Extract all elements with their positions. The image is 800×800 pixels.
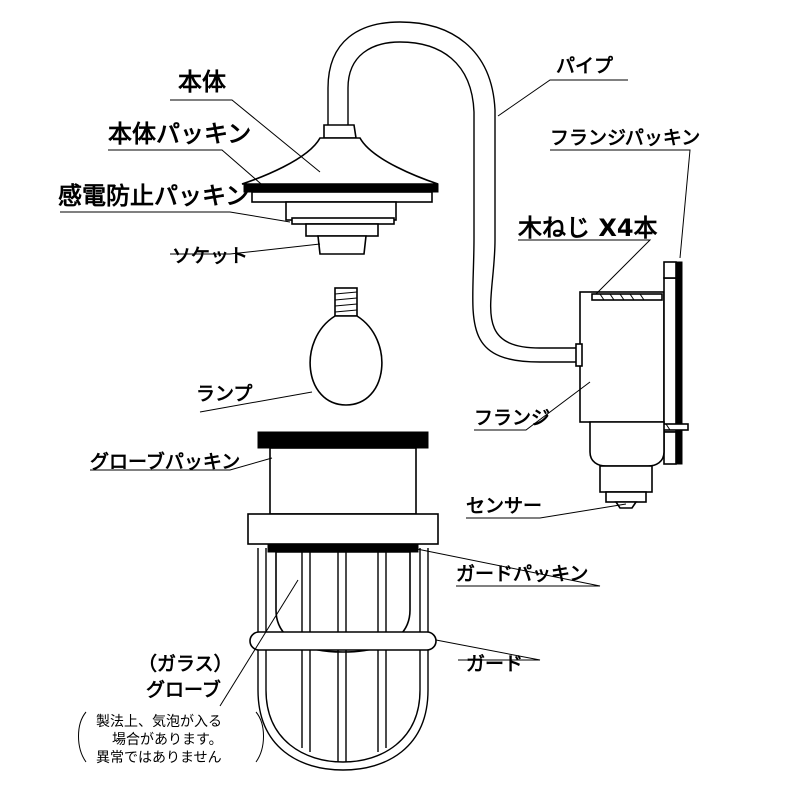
note-line-1: 製法上、気泡が入る — [96, 714, 222, 730]
label-guard: ガード — [466, 653, 523, 675]
label-globe: グローブ — [146, 678, 221, 701]
flange-packing-shape — [675, 261, 683, 465]
label-pipe: パイプ — [556, 54, 614, 77]
label-flange: フランジ — [474, 407, 550, 429]
label-hontai: 本体 — [178, 68, 227, 96]
lamp-bulb — [309, 287, 383, 406]
label-flange-packing: フランジパッキン — [550, 127, 700, 149]
sensor — [589, 421, 665, 509]
body — [241, 124, 439, 225]
label-guard-packing: ガードパッキン — [456, 563, 588, 585]
body-packing-shape — [243, 183, 439, 193]
note-line-3: 異常ではありません — [96, 750, 222, 766]
globe-neck — [247, 447, 439, 545]
leader-lines — [60, 79, 691, 707]
label-socket: ソケット — [172, 245, 248, 267]
label-globe-packing: グローブパッキン — [90, 450, 240, 473]
socket — [305, 223, 379, 255]
guard-packing-shape — [267, 543, 419, 553]
label-sensor: センサー — [466, 495, 542, 517]
globe-packing-shape — [257, 431, 429, 449]
pipe — [327, 21, 580, 363]
flange — [575, 261, 683, 465]
label-wood-screws: 木ねじ X4本 — [517, 214, 658, 242]
label-hontai-packing: 本体パッキン — [108, 120, 251, 148]
note-bubble: 製法上、気泡が入る 場合があります。 異常ではありません — [78, 711, 264, 766]
guard-cage — [249, 548, 437, 771]
label-glass: （ガラス） — [138, 652, 233, 675]
label-anti-shock-packing: 感電防止パッキン — [58, 182, 249, 210]
label-lamp: ランプ — [196, 382, 253, 405]
note-line-2: 場合があります。 — [112, 732, 223, 748]
anti-shock-packing-shape — [291, 217, 395, 225]
